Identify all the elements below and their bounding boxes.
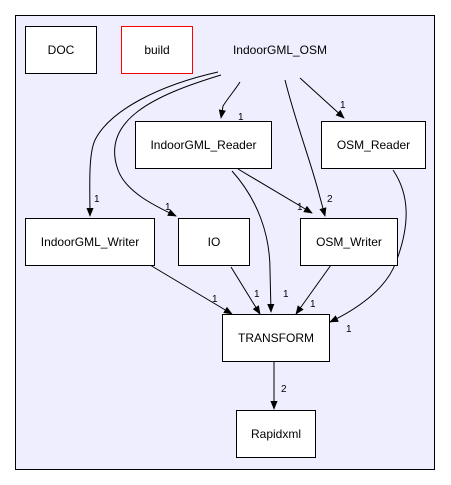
node-transform[interactable]: TRANSFORM <box>222 314 330 362</box>
node-label-osm_writer: OSM_Writer <box>316 235 382 249</box>
node-label-io: IO <box>208 235 221 249</box>
edge-label-root-to-osm_reader: 1 <box>340 100 346 111</box>
node-io[interactable]: IO <box>178 218 250 266</box>
node-label-indoorgml_writer: IndoorGML_Writer <box>41 235 139 249</box>
node-label-indoorgml_reader: IndoorGML_Reader <box>150 138 256 152</box>
edge-label-transform-to-rapidxml: 2 <box>281 384 287 395</box>
edge-label-root-to-indoorgml_writer: 1 <box>94 194 100 205</box>
node-indoorgml_reader[interactable]: IndoorGML_Reader <box>135 121 272 169</box>
edge-indoorgml_reader-to-osm_writer <box>237 168 313 214</box>
node-label-rapidxml: Rapidxml <box>251 427 301 441</box>
node-rapidxml[interactable]: Rapidxml <box>236 410 316 458</box>
edge-label-osm_writer-to-transform: 1 <box>310 299 316 310</box>
edge-labels: 1 1 1 1 2 1 1 1 1 1 1 2 <box>94 100 352 395</box>
node-osm_reader[interactable]: OSM_Reader <box>321 121 426 169</box>
edge-label-io-to-transform: 1 <box>254 289 260 300</box>
edges <box>86 71 407 410</box>
edge-io-to-transform <box>230 266 261 315</box>
edge-root-to-io <box>114 74 222 217</box>
edge-label-root-to-io: 1 <box>165 202 171 213</box>
edge-label-indoorgml_reader-to-transform: 1 <box>283 289 289 300</box>
edge-label-osm_reader-to-transform: 1 <box>346 324 352 335</box>
doc-node-label: DOC <box>48 43 75 57</box>
edge-root-to-osm_reader <box>299 77 345 119</box>
node-label-osm_reader: OSM_Reader <box>337 138 410 152</box>
edge-indoorgml_reader-to-transform <box>231 170 275 313</box>
edge-label-root-to-indoorgml_reader: 1 <box>238 112 244 123</box>
edge-root-to-indoorgml_reader <box>218 81 241 119</box>
build-node-label: build <box>144 43 169 57</box>
node-osm_writer[interactable]: OSM_Writer <box>300 218 398 266</box>
edge-root-to-osm_writer <box>284 79 327 217</box>
edge-label-indoorgml_writer-to-transform: 1 <box>212 294 218 305</box>
node-label-transform: TRANSFORM <box>238 331 314 345</box>
doc-node[interactable]: DOC <box>25 26 97 74</box>
edge-label-indoorgml_reader-to-osm_writer: 1 <box>297 202 303 213</box>
edge-label-root-to-osm_writer: 2 <box>327 194 333 205</box>
edge-indoorgml_writer-to-transform <box>149 264 233 315</box>
edge-root-to-indoorgml_writer <box>86 71 219 217</box>
build-node[interactable]: build <box>121 26 193 74</box>
root-directory-label[interactable]: IndoorGML_OSM <box>233 43 327 57</box>
edge-osm_writer-to-transform <box>295 264 332 315</box>
node-indoorgml_writer[interactable]: IndoorGML_Writer <box>25 218 155 266</box>
